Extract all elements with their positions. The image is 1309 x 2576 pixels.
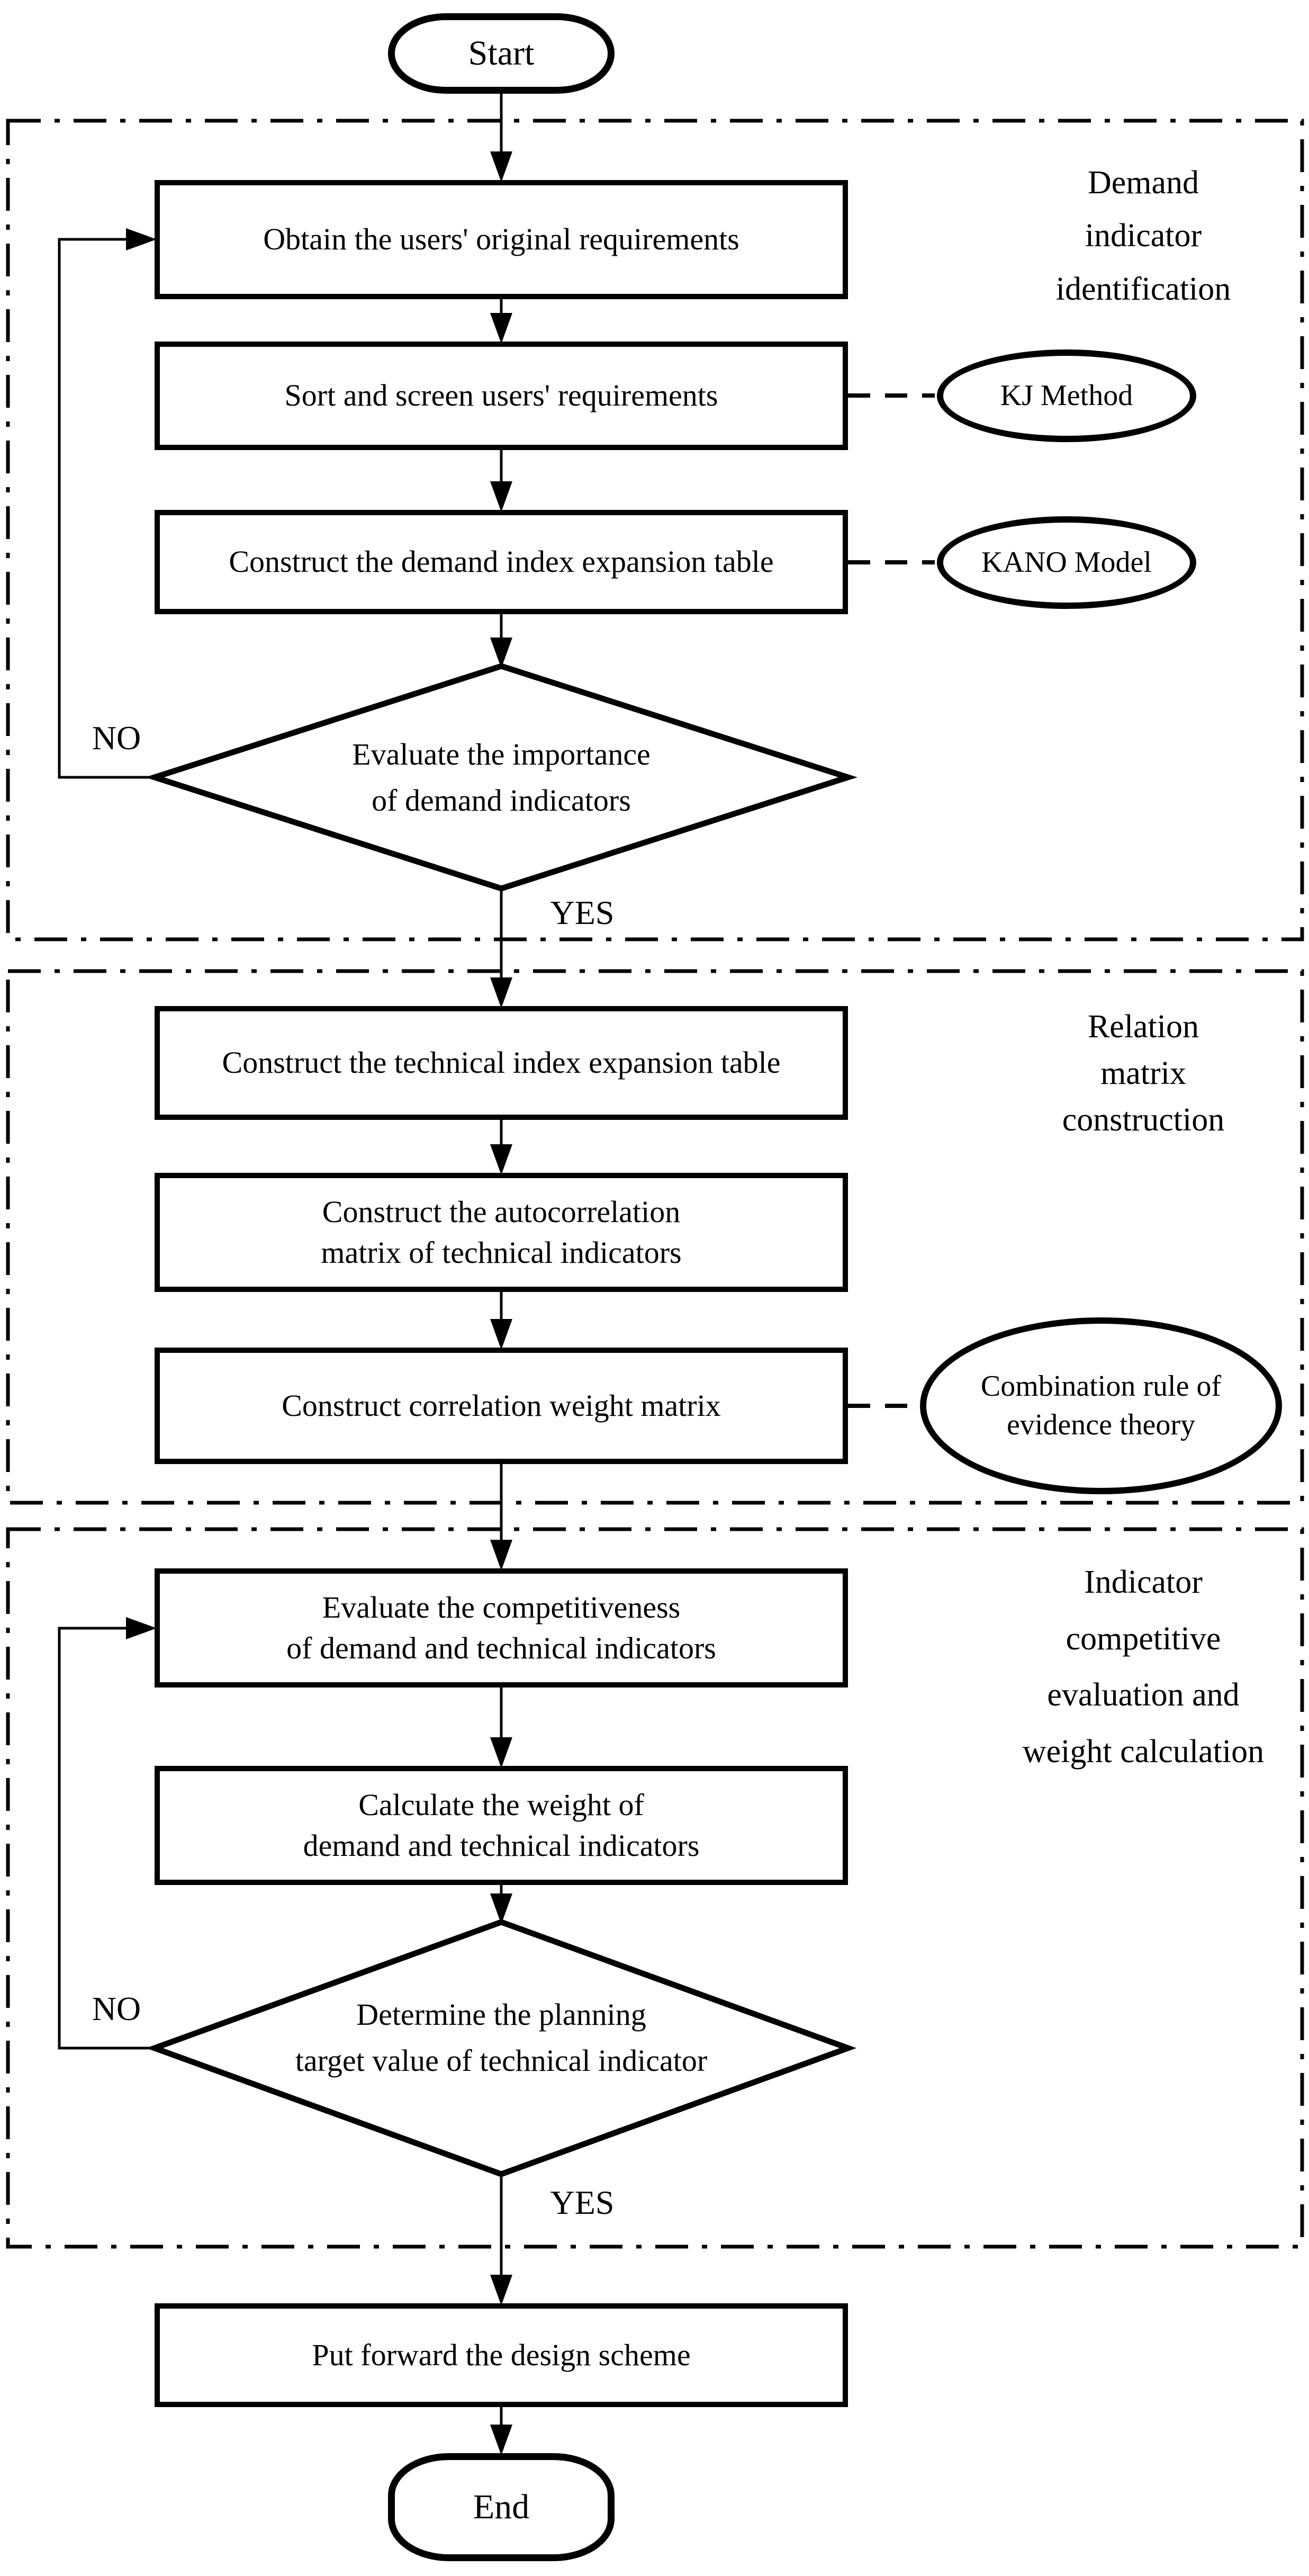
section-label-line: competitive (1066, 1620, 1221, 1657)
process-label: Evaluate the competitiveness (322, 1590, 681, 1624)
section-label-line: construction (1062, 1102, 1225, 1138)
process-label: Construct correlation weight matrix (282, 1388, 721, 1423)
method-connectors (848, 393, 935, 1408)
arrowhead-7 (490, 1319, 512, 1350)
no-loop-1-line (58, 238, 155, 779)
section-1-label: Demand indicator identification (985, 156, 1302, 316)
method-oval-evidence-theory: Combination rule of evidence theory (920, 1317, 1282, 1494)
end-terminal: End (388, 2453, 615, 2561)
process-obtain-requirements: Obtain the users' original requirements (155, 180, 848, 299)
process-label: Sort and screen users' requirements (284, 378, 718, 413)
section-2-border (6, 969, 1304, 1505)
section-label-line: indicator (1085, 218, 1202, 254)
section-label-line: Relation (1087, 1009, 1199, 1045)
decision-label: Determine the planning (356, 1997, 646, 2032)
diamond-determine-target (146, 1919, 857, 2177)
method-label: KJ Method (1000, 379, 1133, 412)
section-label-line: weight calculation (1022, 1733, 1265, 1770)
method-oval-kj: KJ Method (937, 349, 1196, 442)
section-1-border (6, 119, 1304, 941)
start-label: Start (468, 34, 535, 73)
process-correlation-weight-matrix: Construct correlation weight matrix (155, 1348, 848, 1464)
arrowhead-11 (490, 2275, 512, 2305)
arrowhead-12 (490, 2425, 512, 2455)
process-label: Construct the technical index expansion … (222, 1045, 781, 1080)
process-design-scheme: Put forward the design scheme (155, 2303, 848, 2407)
section-label-line: identification (1055, 271, 1231, 307)
process-autocorrelation-matrix: Construct the autocorrelation matrix of … (155, 1173, 848, 1292)
decision-label: target value of technical indicator (295, 2043, 708, 2078)
arrowhead-6 (490, 1144, 512, 1175)
no-loop-2-arrowhead (126, 1617, 157, 1639)
arrowhead-10 (490, 1893, 512, 1924)
no-loop-2-line (58, 1627, 155, 2050)
section-2-label: Relation matrix construction (985, 1003, 1302, 1143)
decision-determine-target-text: Determine the planning target value of t… (210, 1958, 792, 2117)
section-label-line: evaluation and (1047, 1677, 1240, 1713)
process-label: Put forward the design scheme (312, 2337, 691, 2372)
method-label: Combination rule of (980, 1370, 1222, 1403)
arrowhead-1 (490, 151, 512, 182)
end-label: End (473, 2488, 530, 2527)
process-technical-index-table: Construct the technical index expansion … (155, 1006, 848, 1120)
start-terminal: Start (388, 13, 615, 94)
process-sort-screen: Sort and screen users' requirements (155, 342, 848, 450)
decision-label: Evaluate the importance (352, 737, 651, 771)
no-label-2: NO (92, 1990, 141, 2027)
process-evaluate-competitiveness: Evaluate the competitiveness of demand a… (155, 1568, 848, 1688)
decision-evaluate-importance-text: Evaluate the importance of demand indica… (210, 698, 792, 857)
process-label: Construct the autocorrelation (322, 1194, 681, 1229)
no-loop-1-arrowhead (126, 228, 157, 250)
section-label-line: Indicator (1084, 1564, 1203, 1600)
yes-label-1: YES (550, 894, 615, 931)
method-label: evidence theory (1006, 1408, 1196, 1441)
section-3-border (6, 1527, 1304, 2249)
process-label: Construct the demand index expansion tab… (229, 544, 774, 579)
section-label-line: Demand (1087, 165, 1199, 201)
decision-label: of demand indicators (372, 783, 631, 818)
process-calculate-weight: Calculate the weight of demand and techn… (155, 1766, 848, 1885)
process-label: Calculate the weight of (358, 1787, 644, 1822)
arrowhead-2 (490, 313, 512, 344)
process-demand-index-table: Construct the demand index expansion tab… (155, 510, 848, 614)
process-label: matrix of technical indicators (321, 1235, 682, 1270)
section-3-label: Indicator competitive evaluation and wei… (985, 1554, 1302, 1780)
process-label: of demand and technical indicators (286, 1630, 716, 1665)
section-label-line: matrix (1100, 1055, 1186, 1092)
flow-arrowheads (490, 151, 512, 2455)
method-oval-kano: KANO Model (937, 516, 1196, 609)
arrowhead-4 (490, 638, 512, 668)
arrowhead-9 (490, 1737, 512, 1768)
process-label: demand and technical indicators (303, 1828, 700, 1863)
process-label: Obtain the users' original requirements (263, 222, 739, 257)
arrowhead-5 (490, 977, 512, 1008)
arrowhead-3 (490, 481, 512, 512)
yes-label-2: YES (550, 2184, 615, 2221)
diamond-evaluate-importance (145, 663, 858, 892)
no-label-1: NO (92, 719, 141, 757)
arrowhead-8 (490, 1540, 512, 1570)
method-label: KANO Model (981, 546, 1152, 579)
